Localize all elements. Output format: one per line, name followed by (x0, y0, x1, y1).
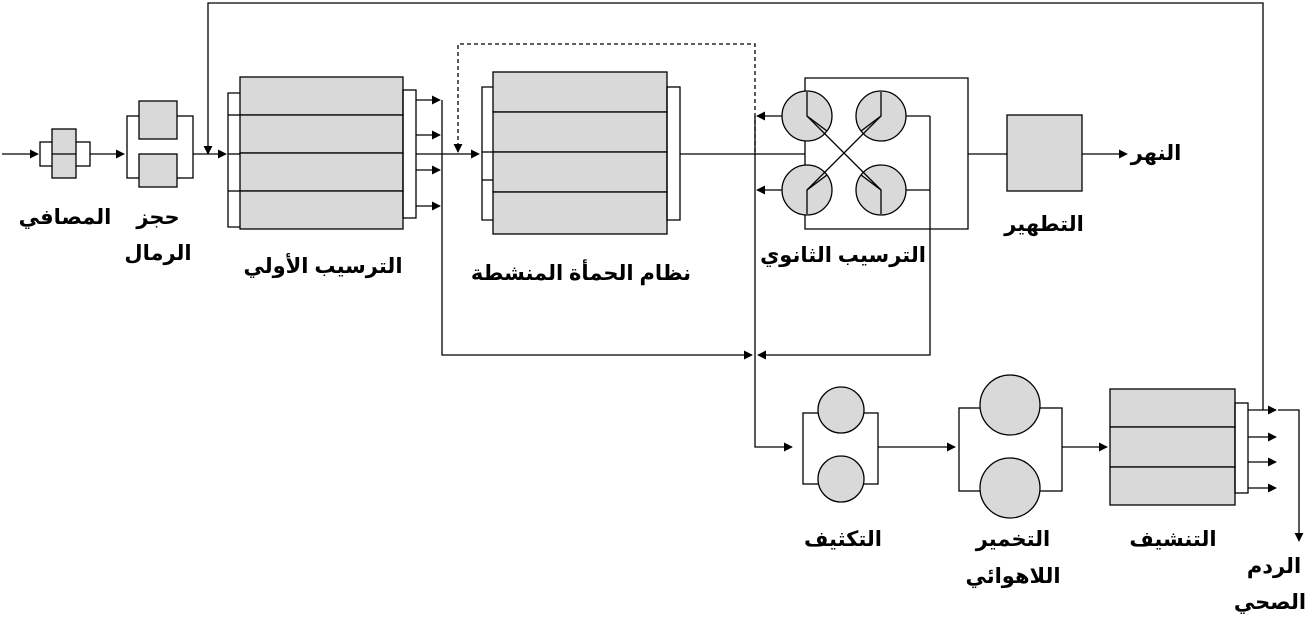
label-river: النهر (1130, 142, 1182, 165)
secondary-sludge-right-line (757, 116, 931, 360)
label-screening: المصافي (19, 206, 112, 229)
primary-outlet-arrows (416, 95, 441, 211)
label-digestion-line1: التخمير (975, 528, 1051, 551)
label-digestion-line2: اللاهوائي (965, 565, 1060, 588)
label-grit-line1: حجز (135, 206, 179, 229)
dewatering-outlet-arrows (1248, 405, 1277, 493)
secondary-sludge-arrows (756, 111, 930, 195)
sludge-to-thickening-line (754, 116, 793, 452)
anaerobic-digestion-unit (958, 374, 1063, 519)
label-grit-line2: الرمال (124, 242, 191, 265)
primary-sedimentation-unit (227, 76, 417, 230)
label-primary: الترسيب الأولي (243, 252, 402, 278)
disinfection-unit (1006, 114, 1083, 192)
return-flow-line (203, 2, 1264, 410)
label-dewatering: التنشيف (1129, 528, 1216, 551)
thickening-unit (802, 386, 879, 503)
label-activated-sludge: نظام الحمأة المنشطة (471, 258, 691, 285)
label-landfill-line2: الصحي (1234, 591, 1306, 614)
secondary-sedimentation-unit (781, 77, 969, 230)
label-landfill-line1: الردم (1247, 555, 1301, 578)
label-thickening: التكثيف (804, 528, 882, 551)
primary-sludge-line (441, 100, 753, 360)
dewatering-unit (1109, 388, 1249, 506)
return-activated-sludge-line (453, 43, 756, 153)
screening-unit (39, 128, 91, 179)
label-disinfection: التطهير (1003, 213, 1084, 236)
label-secondary: الترسيب الثانوي (760, 244, 926, 268)
activated-sludge-unit (481, 71, 681, 235)
landfill-line (1278, 409, 1304, 542)
grit-removal-unit (126, 100, 194, 188)
